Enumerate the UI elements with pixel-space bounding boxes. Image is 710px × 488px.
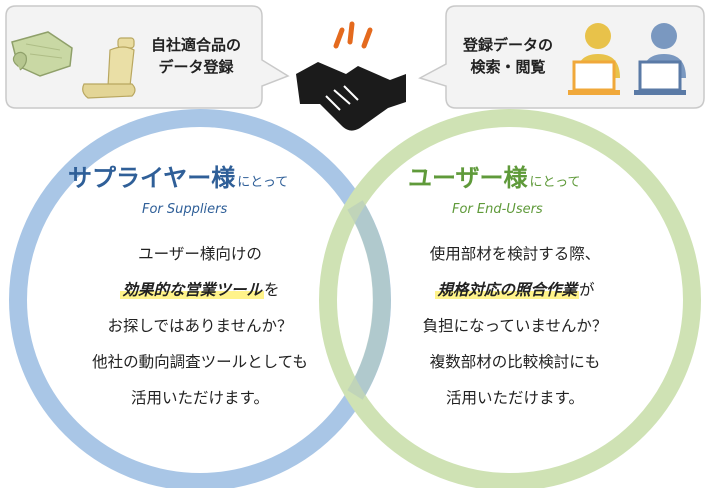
car-seat-icon	[82, 37, 136, 99]
users-laptop-icon	[568, 23, 686, 95]
user-line: 複数部材の比較検討にも	[375, 344, 655, 380]
user-highlight: 規格対応の照合作業	[435, 281, 579, 299]
right-speech-bubble	[418, 5, 705, 109]
supplier-line-3: お探しではありませんか？	[107, 317, 293, 335]
right-bubble-line-1: 登録データの	[462, 36, 553, 54]
left-bubble-line-1: 自社適合品の	[150, 36, 241, 54]
left-bubble-line-2: データ登録	[158, 58, 234, 76]
user-circle	[319, 109, 701, 488]
fabric-sheet-icon	[11, 31, 73, 77]
user-line: 規格対応の照合作業が	[375, 272, 655, 308]
right-bubble-line-2: 検索・閲覧	[470, 58, 546, 76]
user-line: 負担になっていませんか？	[375, 308, 655, 344]
supplier-highlight: 効果的な営業ツール	[120, 281, 264, 299]
supplier-line: ユーザー様向けの	[60, 236, 340, 272]
right-bubble-text: 登録データの 検索・閲覧	[448, 34, 568, 78]
user-line-5: 活用いただけます。	[446, 389, 584, 407]
supplier-line: お探しではありませんか？	[60, 308, 340, 344]
user-subtitle: For End-Users	[452, 202, 543, 217]
circle-overlap	[347, 200, 391, 400]
supplier-title: サプライヤー様にとって	[68, 158, 288, 193]
user-title: ユーザー様にとって	[408, 158, 581, 193]
supplier-line-1: ユーザー様向けの	[138, 245, 262, 263]
user-line-3: 負担になっていませんか？	[422, 317, 608, 335]
supplier-line-2-post: を	[264, 281, 280, 299]
supplier-title-suffix: にとって	[237, 175, 289, 190]
user-title-suffix: にとって	[529, 175, 581, 190]
left-bubble-text: 自社適合品の データ登録	[140, 34, 252, 78]
supplier-title-main: サプライヤー様	[68, 164, 236, 192]
supplier-line-5: 活用いただけます。	[131, 389, 269, 407]
user-title-main: ユーザー様	[408, 164, 528, 192]
supplier-line: 効果的な営業ツールを	[60, 272, 340, 308]
user-body: 使用部材を検討する際、 規格対応の照合作業が 負担になっていませんか？ 複数部材…	[375, 236, 655, 416]
handshake-icon	[296, 21, 406, 131]
supplier-subtitle: For Suppliers	[142, 202, 228, 217]
user-line: 使用部材を検討する際、	[375, 236, 655, 272]
user-line-4: 複数部材の比較検討にも	[429, 353, 601, 371]
user-line-2-post: が	[579, 281, 595, 299]
user-line: 活用いただけます。	[375, 380, 655, 416]
supplier-body: ユーザー様向けの 効果的な営業ツールを お探しではありませんか？ 他社の動向調査…	[60, 236, 340, 416]
supplier-line: 活用いただけます。	[60, 380, 340, 416]
supplier-line: 他社の動向調査ツールとしても	[60, 344, 340, 380]
user-line-1: 使用部材を検討する際、	[429, 245, 601, 263]
supplier-line-4: 他社の動向調査ツールとしても	[92, 353, 308, 371]
left-speech-bubble	[5, 5, 290, 109]
